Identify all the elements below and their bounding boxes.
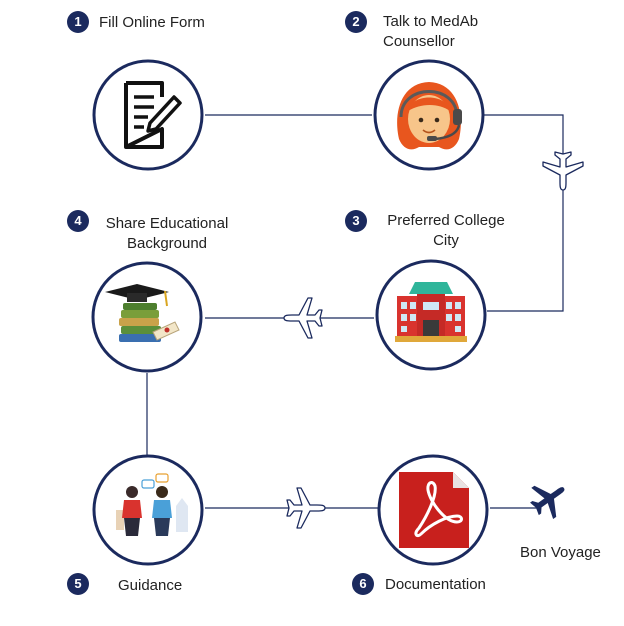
end-label: Bon Voyage: [520, 544, 601, 561]
step-number-6: 6: [352, 573, 374, 595]
step-number-2: 2: [345, 11, 367, 33]
step-circle-1: [92, 59, 204, 171]
plane-icon: [283, 297, 323, 339]
connector-lines: [146, 114, 564, 509]
step-label-1: Fill Online Form: [99, 14, 205, 31]
step-number-5: 5: [67, 573, 89, 595]
step-number-1: 1: [67, 11, 89, 33]
plane-filled-icon: [523, 472, 575, 525]
step-label-3: Preferred College City: [387, 212, 505, 249]
counsellor-icon: [397, 82, 462, 150]
step-label-5: Guidance: [118, 577, 183, 594]
step-number-4: 4: [67, 210, 89, 232]
education-icon: [105, 284, 180, 342]
step-number-3: 3: [345, 210, 367, 232]
step-label-6: Documentation: [385, 576, 486, 593]
step-label-2: Talk to MedAb Counsellor: [383, 13, 479, 50]
connector-2-3: [484, 114, 564, 312]
step-label-4: Share Educational Background: [105, 215, 229, 252]
plane-icon: [286, 487, 326, 529]
step-circle-5: [92, 454, 204, 566]
pdf-document-icon: [399, 472, 469, 548]
form-icon: [124, 81, 182, 149]
plane-icon: [542, 151, 584, 191]
college-icon: [395, 282, 467, 342]
guidance-icon: [116, 473, 188, 536]
